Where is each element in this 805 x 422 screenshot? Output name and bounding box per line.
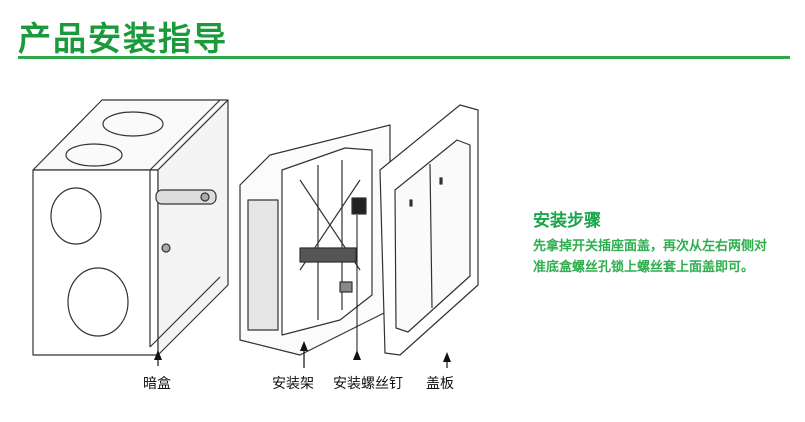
cover-arrow-icon	[443, 352, 451, 362]
label-cover: 盖板	[426, 376, 454, 392]
frame-arrow-icon	[300, 341, 308, 351]
label-box: 暗盒	[143, 376, 171, 392]
label-frame: 安装架	[272, 376, 314, 392]
title-divider	[18, 56, 790, 59]
screw-arrow-icon	[353, 350, 361, 360]
steps-title: 安装步骤	[533, 211, 601, 231]
label-screw: 安装螺丝钉	[333, 376, 403, 392]
mounting-frame-drawing	[239, 124, 391, 356]
steps-description: 先拿掉开关插座面盖，再次从左右两侧对准底盒螺丝孔锁上螺丝套上面盖即可。	[533, 239, 768, 275]
page-title: 产品安装指导	[18, 19, 228, 58]
box-arrow-icon	[154, 350, 162, 360]
junction-box-drawing	[32, 99, 229, 356]
installation-diagram	[32, 99, 479, 368]
cover-plate-drawing	[379, 104, 479, 356]
